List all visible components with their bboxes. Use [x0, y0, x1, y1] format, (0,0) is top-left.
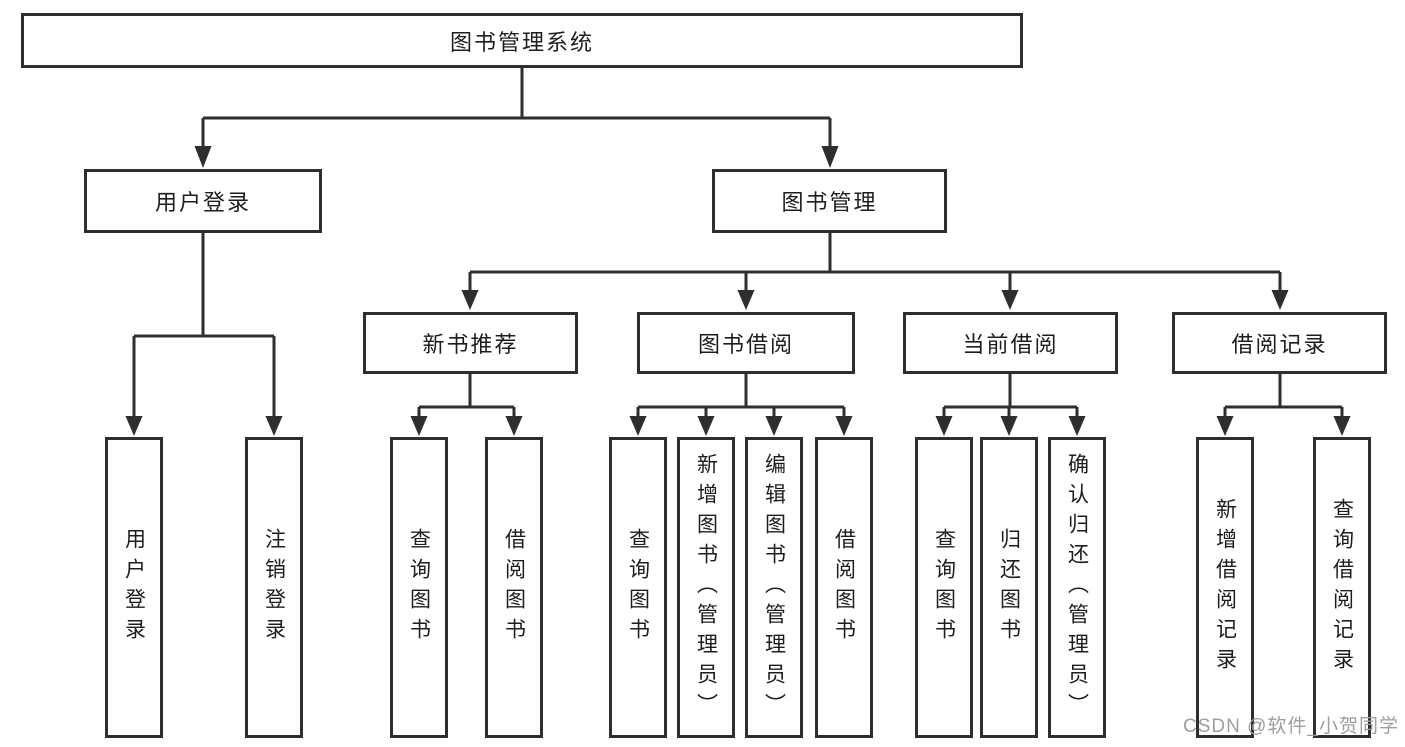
leaf-current-return-books: 归还图书	[980, 437, 1038, 738]
leaf-borrowing-edit-books-admin: 编辑图书（管理员）	[745, 437, 803, 738]
leaf-user-login: 用户登录	[105, 437, 163, 738]
node-new-book-recommend: 新书推荐	[363, 312, 578, 374]
node-book-management: 图书管理	[712, 169, 947, 233]
node-user-login: 用户登录	[84, 169, 322, 233]
leaf-borrowing-query-books: 查询图书	[609, 437, 667, 738]
node-current-borrowing: 当前借阅	[903, 312, 1118, 374]
csdn-watermark: CSDN @软件_小贺同学	[1183, 716, 1399, 737]
leaf-records-add-record: 新增借阅记录	[1196, 437, 1254, 738]
leaf-current-confirm-return-admin: 确认归还（管理员）	[1048, 437, 1106, 738]
leaf-logout: 注销登录	[245, 437, 303, 738]
leaf-recommend-borrow-books: 借阅图书	[485, 437, 543, 738]
leaf-records-query-record: 查询借阅记录	[1313, 437, 1371, 738]
leaf-recommend-query-books: 查询图书	[390, 437, 448, 738]
leaf-borrowing-add-books-admin: 新增图书（管理员）	[677, 437, 735, 738]
node-library-system: 图书管理系统	[21, 13, 1023, 68]
node-book-borrowing: 图书借阅	[637, 312, 855, 374]
node-borrowing-records: 借阅记录	[1172, 312, 1387, 374]
leaf-current-query-books: 查询图书	[915, 437, 973, 738]
leaf-borrowing-borrow-books: 借阅图书	[815, 437, 873, 738]
